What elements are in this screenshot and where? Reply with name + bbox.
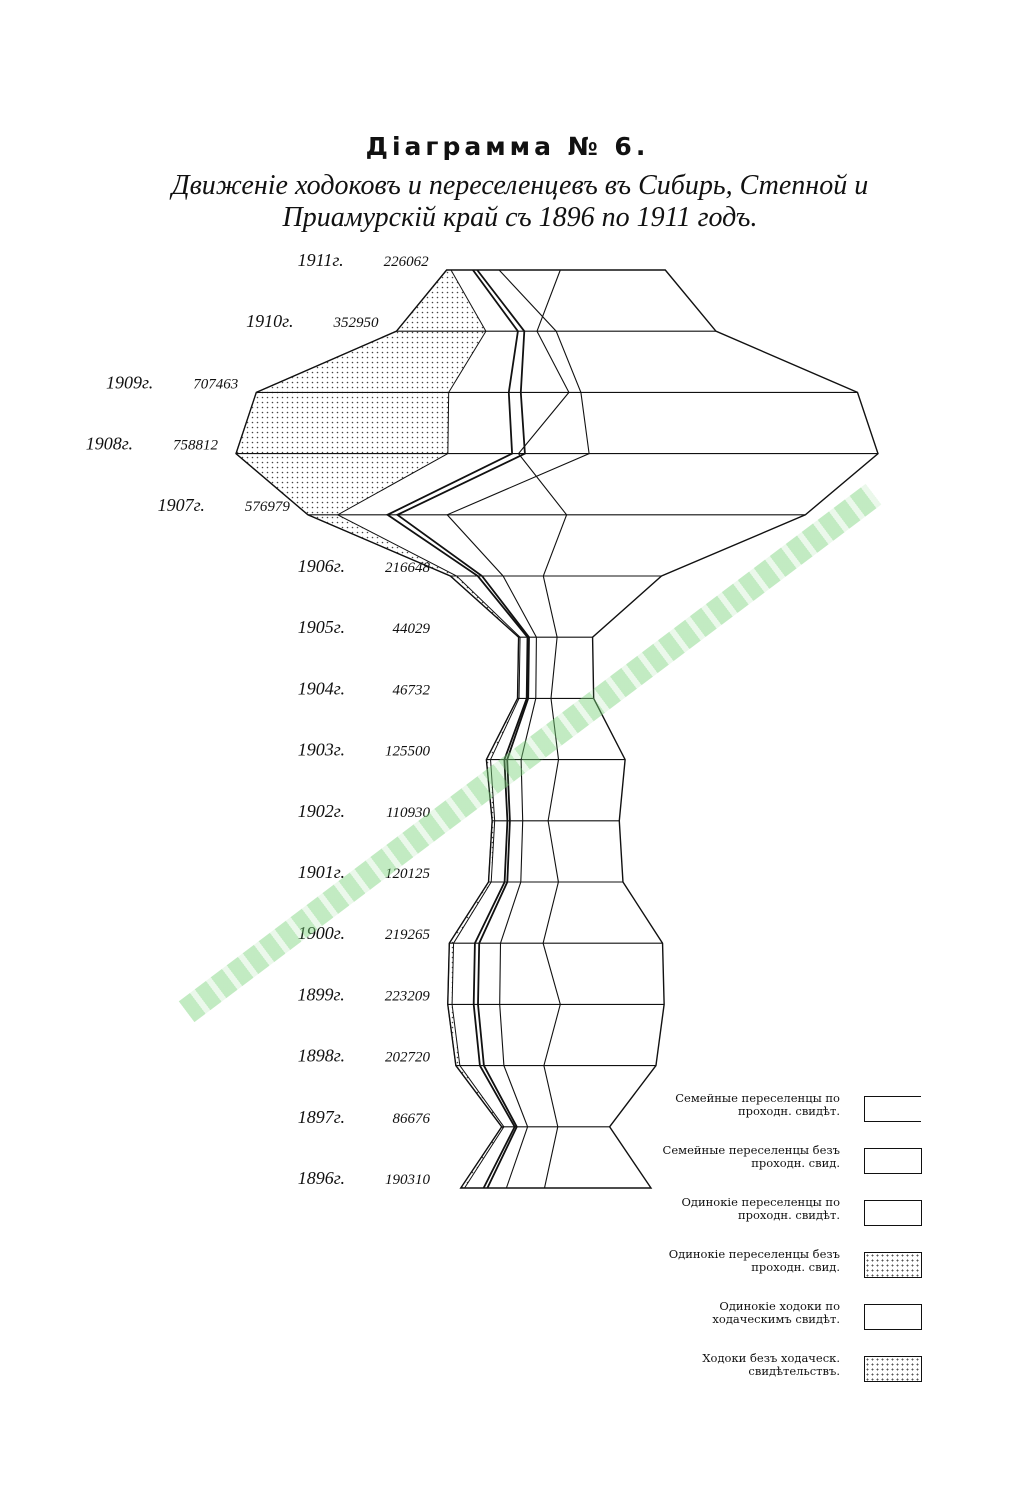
legend-swatch bbox=[864, 1200, 922, 1226]
legend-swatch bbox=[864, 1148, 922, 1174]
legend-label: Одинокіе переселенцы безъ проходн. свид. bbox=[668, 1247, 840, 1274]
legend-item-family-without-cert: Семейные переселенцы безъ проходн. свид. bbox=[660, 1142, 930, 1186]
year-label: 1901г. bbox=[298, 862, 345, 882]
legend-item-single-with-cert: Одинокіе переселенцы по проходн. свидѣт. bbox=[660, 1194, 930, 1238]
year-label: 1910г. bbox=[246, 311, 293, 331]
legend-label: Одинокіе ходоки по ходаческимъ свидѣт. bbox=[712, 1299, 840, 1326]
legend-label: Семейные переселенцы безъ проходн. свид. bbox=[662, 1143, 840, 1170]
year-label: 1899г. bbox=[297, 984, 344, 1004]
legend-swatch bbox=[864, 1356, 922, 1382]
legend-swatch bbox=[864, 1304, 922, 1330]
value-label: 110930 bbox=[386, 805, 430, 821]
year-label: 1896г. bbox=[298, 1168, 345, 1188]
legend-label: Одинокіе переселенцы по проходн. свидѣт. bbox=[681, 1195, 840, 1222]
value-label: 125500 bbox=[385, 744, 431, 760]
year-label: 1906г. bbox=[298, 556, 345, 576]
segment-divider bbox=[395, 269, 530, 1189]
segment-divider bbox=[517, 269, 570, 1189]
value-label: 216648 bbox=[385, 560, 431, 576]
legend-item-walkers-with-cert: Одинокіе ходоки по ходаческимъ свидѣт. bbox=[660, 1298, 930, 1342]
year-label: 1903г. bbox=[298, 740, 345, 760]
value-label: 223209 bbox=[385, 988, 431, 1004]
value-label: 44029 bbox=[393, 621, 431, 637]
legend-item-family-with-cert: Семейные переселенцы по проходн. свидѣт. bbox=[660, 1090, 930, 1134]
value-label: 352950 bbox=[332, 315, 379, 331]
subtitle-line-1: Движеніе ходоковъ и переселенцевъ въ Сиб… bbox=[171, 170, 869, 201]
segment-divider bbox=[446, 269, 590, 1189]
value-label: 86676 bbox=[393, 1111, 431, 1127]
value-label: 576979 bbox=[245, 499, 291, 515]
year-label: 1908г. bbox=[86, 434, 133, 454]
year-label: 1909г. bbox=[106, 372, 153, 392]
legend-item-walkers-without-cert: Ходоки безъ ходаческ. свидѣтельствъ. bbox=[660, 1350, 930, 1394]
legend-swatch bbox=[864, 1252, 922, 1278]
value-label: 226062 bbox=[384, 254, 430, 270]
year-label: 1900г. bbox=[298, 923, 345, 943]
chart-title: Діаграмма № 6. bbox=[365, 132, 650, 161]
year-label: 1904г. bbox=[298, 678, 345, 698]
value-label: 46732 bbox=[393, 682, 431, 698]
value-label: 120125 bbox=[385, 866, 431, 882]
value-label: 707463 bbox=[193, 376, 238, 392]
legend-swatch bbox=[864, 1096, 921, 1122]
year-label: 1898г. bbox=[298, 1046, 345, 1066]
segment-divider bbox=[385, 269, 529, 1189]
legend-label: Семейные переселенцы по проходн. свидѣт. bbox=[675, 1091, 840, 1118]
legend-label: Ходоки безъ ходаческ. свидѣтельствъ. bbox=[702, 1351, 840, 1378]
subtitle-line-2: Приамурскій край съ 1896 по 1911 годъ. bbox=[282, 202, 758, 233]
year-label: 1911г. bbox=[298, 250, 344, 270]
year-label: 1902г. bbox=[298, 801, 345, 821]
year-label: 1897г. bbox=[298, 1107, 345, 1127]
value-label: 202720 bbox=[385, 1050, 431, 1066]
year-label: 1907г. bbox=[158, 495, 205, 515]
year-label: 1905г. bbox=[298, 617, 345, 637]
value-label: 758812 bbox=[173, 438, 219, 454]
value-label: 219265 bbox=[385, 927, 431, 943]
legend-item-single-without-cert: Одинокіе переселенцы безъ проходн. свид. bbox=[660, 1246, 930, 1290]
chart-subtitle: Движеніе ходоковъ и переселенцевъ въ Сиб… bbox=[120, 170, 920, 234]
value-label: 190310 bbox=[385, 1172, 431, 1188]
